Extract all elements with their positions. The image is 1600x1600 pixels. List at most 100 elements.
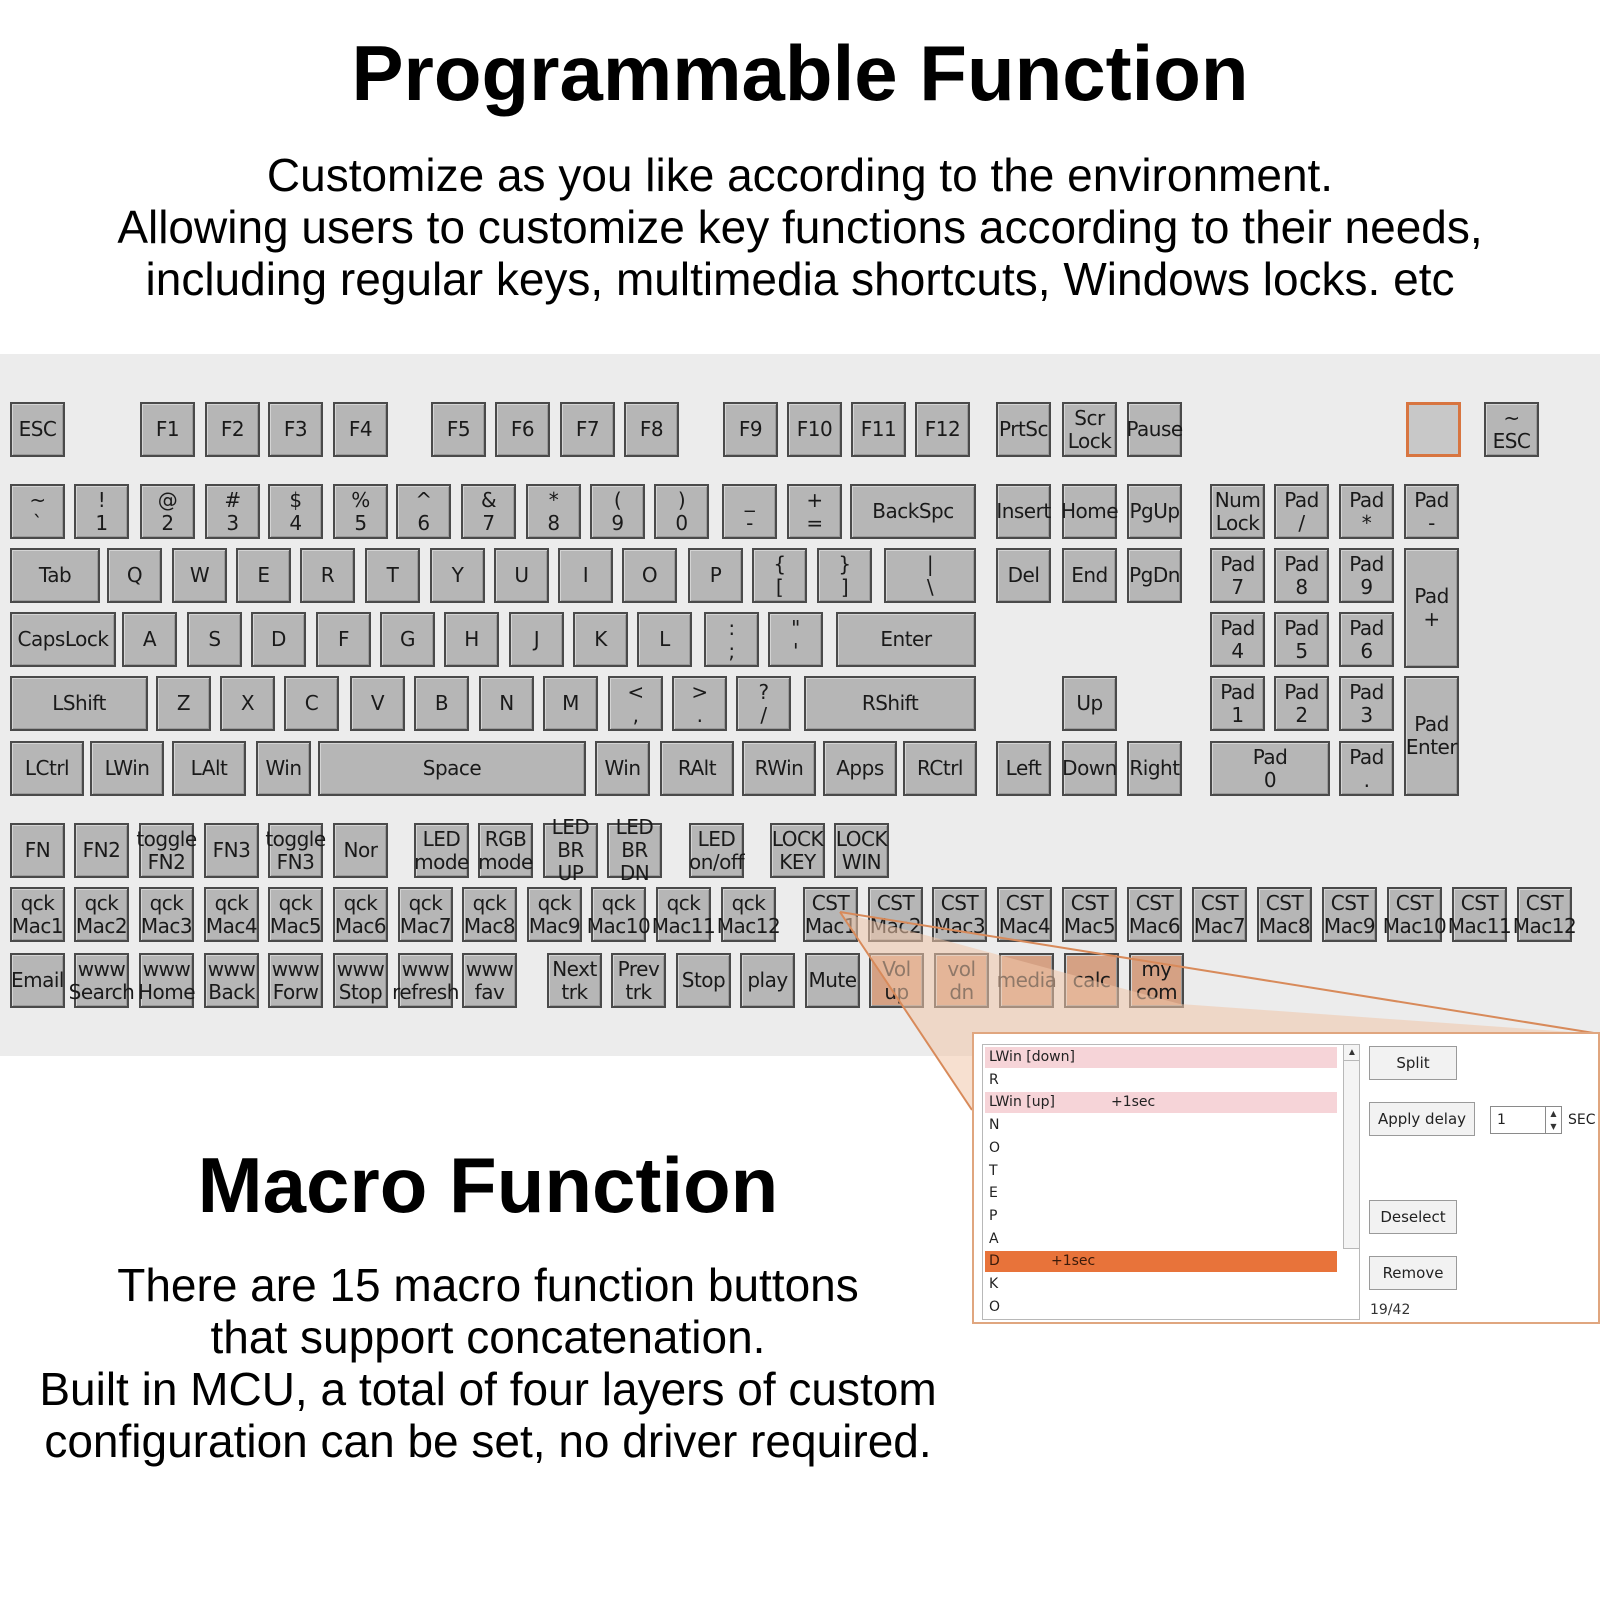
key-f-f5[interactable]: F5 xyxy=(431,402,486,457)
key-shift-b[interactable]: B xyxy=(414,676,469,731)
key-tab-pad[interactable]: Pad+ xyxy=(1404,548,1459,668)
key-num-pgup[interactable]: PgUp xyxy=(1127,484,1182,539)
key-shift-symbol[interactable]: ?/ xyxy=(736,676,791,731)
remove-button[interactable]: Remove xyxy=(1369,1256,1457,1290)
key-ctrl-lwin[interactable]: LWin xyxy=(90,741,164,796)
key-ctrl-win[interactable]: Win xyxy=(256,741,311,796)
key-tab-r[interactable]: R xyxy=(300,548,355,603)
key-fn-nor[interactable]: Nor xyxy=(333,823,388,878)
split-button[interactable]: Split xyxy=(1369,1046,1457,1080)
key-ctrl-lalt[interactable]: LAlt xyxy=(172,741,246,796)
key-f-esc[interactable]: ESC xyxy=(10,402,65,457)
delay-seconds-input[interactable]: 1 ▲▼ xyxy=(1490,1106,1562,1134)
key-ctrl-left[interactable]: Left xyxy=(996,741,1051,796)
key-ctrl-ralt[interactable]: RAlt xyxy=(660,741,734,796)
key-tab-tab[interactable]: Tab xyxy=(10,548,100,603)
key-ctrl-win[interactable]: Win xyxy=(595,741,650,796)
key-caps-symbol[interactable]: :; xyxy=(704,612,759,667)
key-caps-g[interactable]: G xyxy=(380,612,435,667)
key-num-pad[interactable]: Pad/ xyxy=(1274,484,1329,539)
key-tab-y[interactable]: Y xyxy=(430,548,485,603)
key-tab-pgdn[interactable]: PgDn xyxy=(1127,548,1182,603)
key-f-f7[interactable]: F7 xyxy=(560,402,615,457)
key-f-blank[interactable] xyxy=(1406,402,1461,457)
macro-step-row[interactable]: O xyxy=(985,1138,1337,1159)
key-tab-q[interactable]: Q xyxy=(107,548,162,603)
key-shift-symbol[interactable]: <, xyxy=(608,676,663,731)
key-num-symbol[interactable]: _- xyxy=(722,484,777,539)
key-ctrl-right[interactable]: Right xyxy=(1127,741,1182,796)
deselect-button[interactable]: Deselect xyxy=(1369,1200,1457,1234)
key-shift-z[interactable]: Z xyxy=(156,676,211,731)
key-f-f2[interactable]: F2 xyxy=(205,402,260,457)
macro-step-row[interactable]: P xyxy=(985,1206,1337,1227)
key-f-prtsc[interactable]: PrtSc xyxy=(996,402,1051,457)
key-fn-fn2[interactable]: FN2 xyxy=(74,823,129,878)
scroll-up-icon[interactable]: ▲ xyxy=(1344,1045,1360,1061)
key-num-backspc[interactable]: BackSpc xyxy=(850,484,976,539)
macro-step-row[interactable]: K xyxy=(985,1274,1337,1295)
key-num-symbol[interactable]: += xyxy=(787,484,842,539)
key-f-esc[interactable]: ~ESC xyxy=(1484,402,1539,457)
key-num-6[interactable]: ^6 xyxy=(396,484,451,539)
key-caps-a[interactable]: A xyxy=(122,612,177,667)
key-tab-end[interactable]: End xyxy=(1062,548,1117,603)
apply-delay-button[interactable]: Apply delay xyxy=(1369,1102,1475,1136)
key-ctrl-pad[interactable]: Pad. xyxy=(1339,741,1394,796)
key-num-pad[interactable]: Pad* xyxy=(1339,484,1394,539)
key-shift-v[interactable]: V xyxy=(350,676,405,731)
key-ctrl-rctrl[interactable]: RCtrl xyxy=(903,741,977,796)
macro-step-row[interactable]: LWin [down] xyxy=(985,1047,1337,1068)
key-tab-symbol[interactable]: {[ xyxy=(752,548,807,603)
key-tab-e[interactable]: E xyxy=(236,548,291,603)
macro-step-row[interactable]: A xyxy=(985,1229,1337,1250)
key-caps-f[interactable]: F xyxy=(316,612,371,667)
key-tab-i[interactable]: I xyxy=(558,548,613,603)
key-f-f4[interactable]: F4 xyxy=(333,402,388,457)
key-ctrl-lctrl[interactable]: LCtrl xyxy=(10,741,84,796)
key-tab-del[interactable]: Del xyxy=(996,548,1051,603)
key-media-play[interactable]: play xyxy=(740,953,795,1008)
key-media-stop[interactable]: Stop xyxy=(676,953,731,1008)
key-tab-w[interactable]: W xyxy=(172,548,227,603)
key-num-8[interactable]: *8 xyxy=(526,484,581,539)
key-media-calc[interactable]: calc xyxy=(1064,953,1119,1008)
list-scrollbar[interactable]: ▲ xyxy=(1343,1045,1360,1249)
